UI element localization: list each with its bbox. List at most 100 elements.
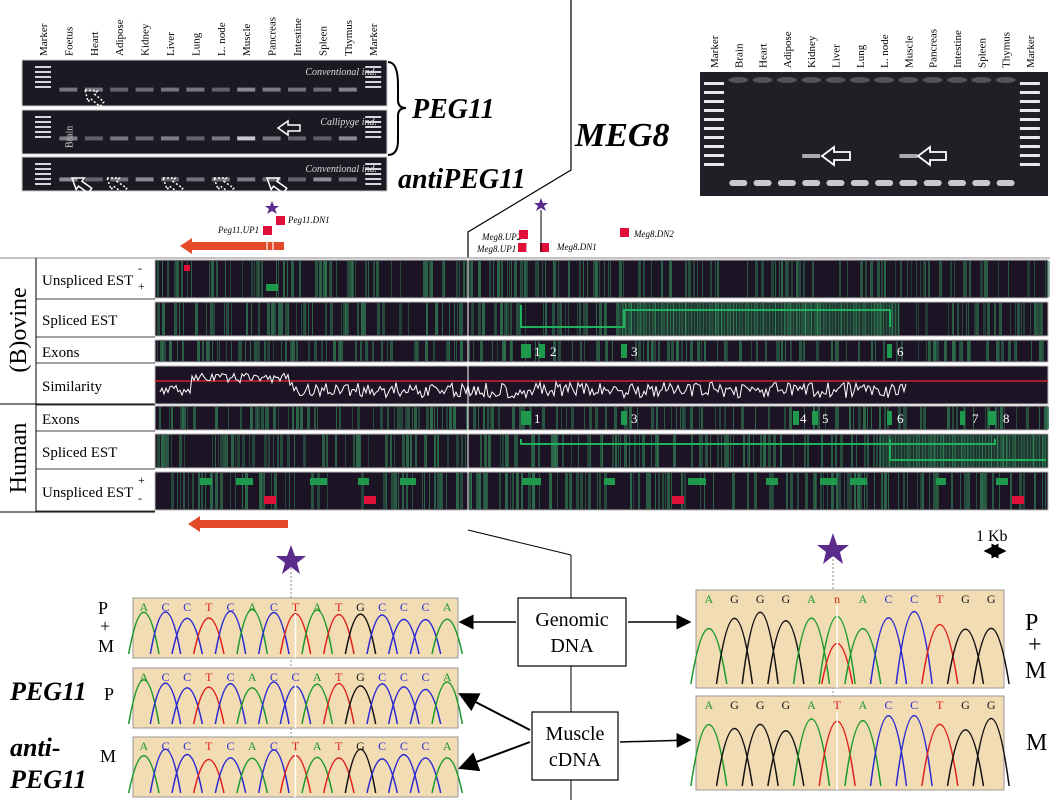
peg11-arrow-bottom — [200, 520, 288, 528]
arrow-icon — [70, 177, 93, 195]
base-call: A — [139, 739, 148, 753]
track-row: Unspliced EST+- — [36, 471, 1049, 512]
base-call: G — [987, 592, 996, 606]
base-call: G — [356, 670, 365, 684]
exon — [812, 411, 818, 425]
base-call: A — [248, 670, 257, 684]
lane-label: Heart — [758, 44, 770, 68]
trace-peak — [192, 617, 225, 655]
primer-peg11-dn1: Peg11.DN1 — [287, 215, 330, 225]
exon-number: 8 — [1003, 411, 1010, 426]
trace-peak — [690, 628, 728, 685]
base-call: T — [205, 739, 213, 753]
track-label: Spliced EST — [42, 445, 117, 461]
base-call: C — [291, 670, 299, 684]
exon-number: 7 — [972, 411, 979, 426]
lane-label: Intestine — [952, 30, 964, 68]
base-call: T — [292, 739, 300, 753]
primer-meg8-dn2: Meg8.DN2 — [633, 229, 674, 239]
trace-peak — [741, 723, 779, 787]
base-call: T — [205, 670, 213, 684]
exon-number: 5 — [822, 411, 829, 426]
trace-peak — [366, 683, 399, 725]
exon-number: 3 — [631, 344, 638, 359]
base-call: C — [183, 600, 191, 614]
primer-meg8-up1: Meg8.UP1 — [476, 244, 516, 254]
peg11-arrow-top — [192, 242, 284, 250]
exon — [521, 411, 531, 425]
trace-peak — [344, 613, 377, 655]
track-row: Spliced EST — [36, 301, 1049, 338]
arrow-icon — [105, 177, 128, 195]
base-call: C — [910, 698, 918, 712]
trace-peak — [214, 683, 247, 725]
trace-peak — [715, 728, 754, 787]
lane-label: Marker — [1025, 35, 1037, 68]
trace-peak — [431, 618, 464, 655]
muscle-cdna-line1: Muscle — [546, 723, 605, 745]
peg11-brace — [387, 61, 407, 156]
strand-top: - — [138, 261, 142, 275]
anti-peg11-line2: PEG11 — [9, 765, 87, 794]
trace-peak — [171, 617, 204, 655]
track-label: Similarity — [42, 379, 103, 395]
lane-label: Kidney — [806, 35, 818, 68]
exon — [887, 344, 892, 358]
trace-peak — [409, 619, 442, 655]
primer-meg8-up2: Meg8.UP2 — [481, 232, 522, 242]
genomic-dna-line1: Genomic — [535, 609, 608, 631]
panel-lane-note: Brain — [64, 126, 75, 148]
base-call: G — [756, 592, 765, 606]
exon — [960, 411, 965, 425]
base-call: C — [421, 600, 429, 614]
trace-peak — [869, 715, 908, 787]
lane-label: Adipose — [114, 19, 126, 56]
base-call: C — [400, 739, 408, 753]
lane-label: Lung — [190, 32, 202, 56]
base-call: A — [858, 592, 867, 606]
right-label-plus: + — [1028, 632, 1042, 658]
scale-label: 1 Kb — [976, 528, 1008, 545]
base-call: C — [161, 670, 169, 684]
trace-peak — [236, 757, 269, 794]
trace-peak — [387, 754, 420, 794]
trace-peak — [322, 614, 355, 655]
trace-peak — [236, 608, 269, 655]
lane-label: Muscle — [903, 36, 915, 69]
trace-peak — [844, 720, 882, 787]
base-call: C — [421, 739, 429, 753]
trace-peak — [921, 723, 959, 787]
chrom-label-m-left: M — [100, 746, 116, 766]
trace-peak — [301, 756, 334, 794]
exon-number: 6 — [897, 344, 904, 359]
genome-track-panel: (B)ovine Human Unspliced EST-+Spliced ES… — [0, 257, 1050, 800]
trace-peak — [214, 757, 247, 794]
exon — [621, 344, 627, 358]
peg11-chrom-label: PEG11 — [9, 677, 87, 706]
exon-number: 2 — [550, 344, 557, 359]
track-label: Spliced EST — [42, 313, 117, 329]
primer-flag — [263, 226, 272, 235]
primer-peg11-up1: Peg11.UP1 — [217, 225, 259, 235]
trace-peak — [366, 758, 399, 794]
trace-peak — [344, 748, 377, 794]
base-call: C — [161, 739, 169, 753]
base-call: A — [313, 739, 322, 753]
base-call: G — [961, 698, 970, 712]
left-gel-panels: Conventional ind.Callipyge ind.BrainConv… — [21, 59, 388, 195]
trace-peak — [387, 686, 420, 725]
right-gel-image — [700, 72, 1048, 196]
trace-peak — [192, 686, 225, 725]
trace-peak — [972, 627, 1010, 685]
base-call: A — [443, 739, 452, 753]
lane-label: Spleen — [317, 26, 329, 56]
lane-label: Thymus — [1001, 32, 1013, 68]
trace-peak — [895, 715, 933, 787]
trace-peak — [431, 757, 464, 794]
